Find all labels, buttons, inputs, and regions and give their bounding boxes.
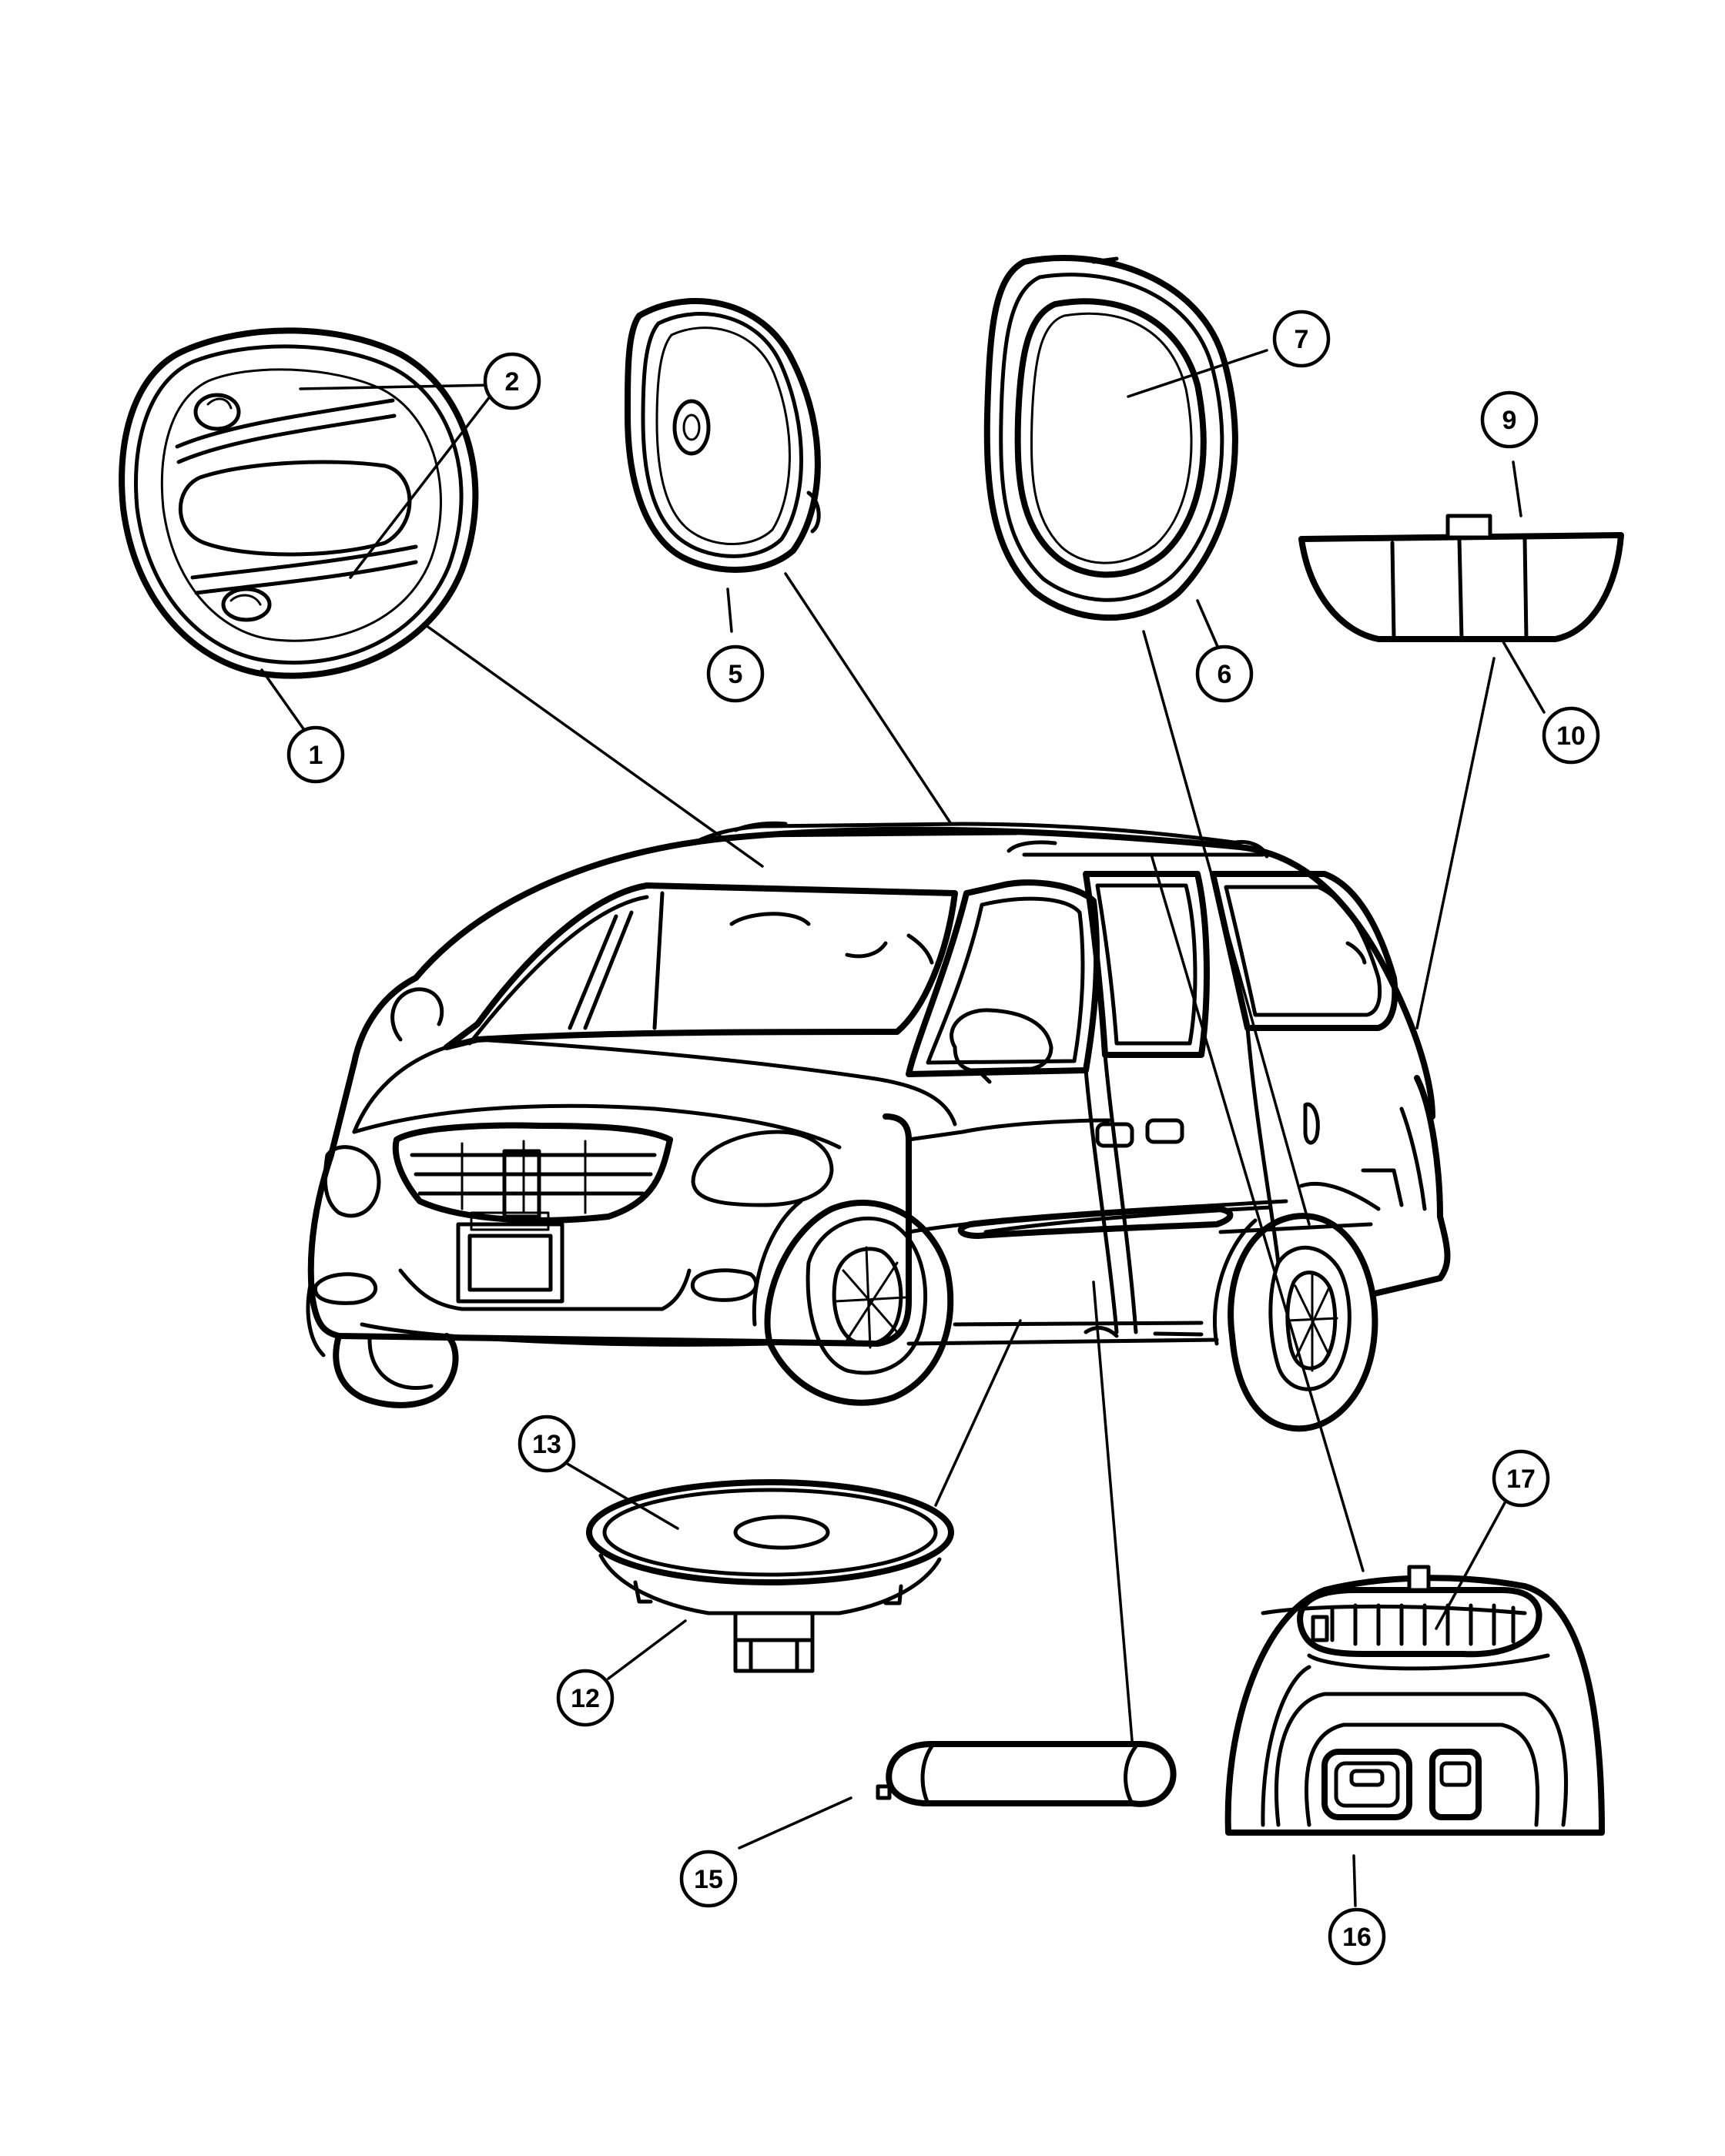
callout-1: 1: [286, 725, 345, 784]
callout-7: 7: [1272, 310, 1331, 368]
callout-13-label: 13: [532, 1430, 561, 1459]
handle-lamp: [876, 1741, 1177, 1807]
callout-10: 10: [1542, 706, 1600, 765]
callout-6: 6: [1195, 644, 1254, 703]
callout-10-label: 10: [1556, 721, 1586, 751]
callout-2: 2: [483, 352, 541, 410]
leader-lines: [260, 349, 1546, 1907]
callout-9-label: 9: [1502, 406, 1517, 435]
callout-9: 9: [1480, 390, 1539, 449]
callout-15-label: 15: [694, 1865, 723, 1894]
callout-1-label: 1: [309, 741, 323, 770]
callout-5-label: 5: [729, 660, 743, 689]
callout-2-label: 2: [505, 367, 520, 397]
small-oval-lamp: [625, 298, 821, 573]
callout-6-label: 6: [1218, 660, 1232, 689]
callout-16-label: 16: [1342, 1923, 1372, 1952]
callout-17-label: 17: [1506, 1465, 1536, 1494]
dome-lamp-assembly: [119, 327, 479, 679]
round-lamp-base: [586, 1479, 954, 1673]
callout-7-label: 7: [1295, 325, 1309, 354]
minivan: [306, 821, 1451, 1432]
callout-16: 16: [1328, 1907, 1386, 1966]
callout-12: 12: [556, 1669, 615, 1727]
callout-5: 5: [706, 644, 765, 703]
callout-17: 17: [1492, 1449, 1550, 1508]
overhead-console: [1224, 1565, 1605, 1836]
callout-12-label: 12: [571, 1684, 600, 1713]
callout-13: 13: [518, 1414, 576, 1473]
large-oval-lens: [983, 255, 1238, 621]
callout-15: 15: [679, 1850, 738, 1908]
cargo-lamp: [1298, 514, 1624, 642]
